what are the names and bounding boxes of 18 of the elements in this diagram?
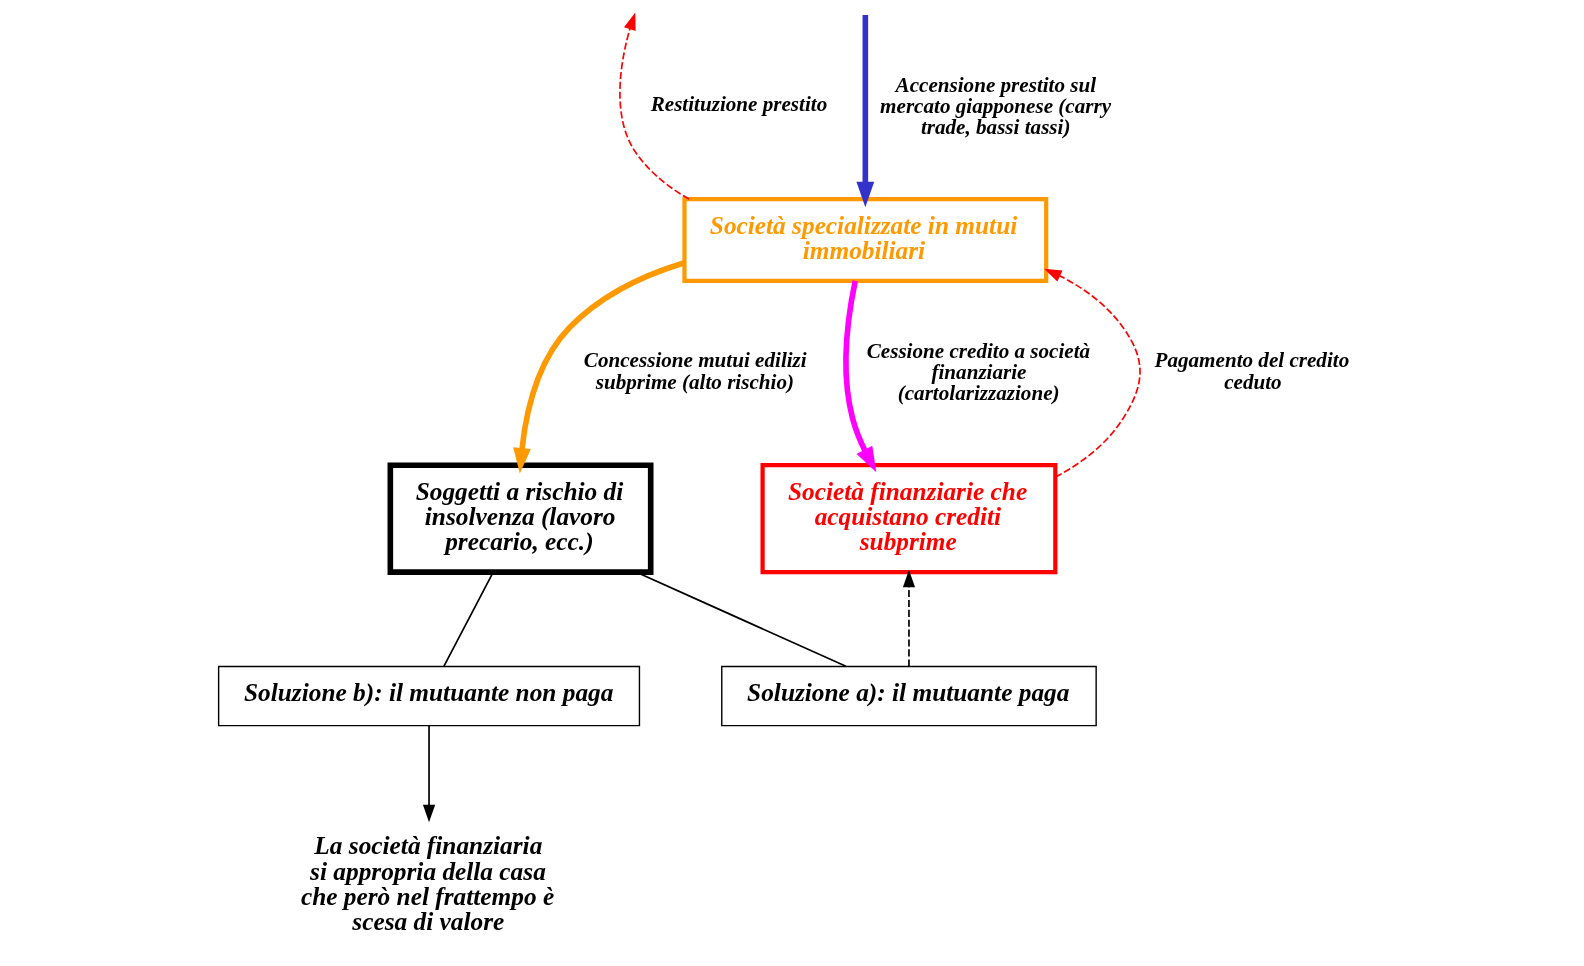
node-text: La società finanziaria si appropria della casa che però nel frattempo è scesa di valore <box>300 831 554 936</box>
edge-label: Accensione prestito sul mercato giapponese (carry trade, bassi tassi) <box>879 72 1111 139</box>
node-box: Soggetti a rischio di insolvenza (lavoro precario, ecc.) <box>387 462 653 575</box>
edge-label: Pagamento del credito ceduto <box>1154 348 1349 394</box>
edge-label: Concessione mutui edilizi subprime (alto rischio) <box>583 348 807 394</box>
arrow <box>902 569 915 667</box>
node-box: Soluzione a): il mutuante paga <box>720 665 1097 727</box>
arrow <box>855 15 874 208</box>
node-box: Soluzione b): il mutuante non paga <box>217 665 640 727</box>
node-box: Società finanziarie che acquistano crediti subprime <box>760 463 1057 575</box>
edge-label: Cessione credito a società finanziarie (cartolarizzazione) <box>866 338 1090 405</box>
edge-label: Restituzione prestito <box>650 92 827 117</box>
arrow <box>422 725 435 823</box>
arrow <box>842 280 876 473</box>
arrow <box>618 12 690 200</box>
arrow <box>1043 268 1141 478</box>
node-box: Società specializzate in mutui immobiliari <box>681 197 1048 283</box>
arrow <box>512 260 685 474</box>
